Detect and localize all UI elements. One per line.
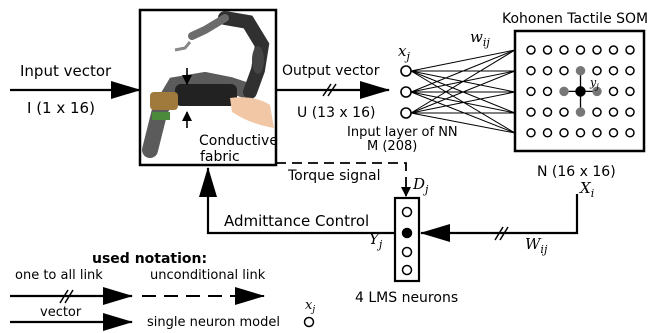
som-neighbor-neuron <box>575 65 586 76</box>
input-vector-dims: I (1 x 16) <box>27 99 95 117</box>
som-neuron <box>575 128 586 138</box>
som-neuron <box>559 65 569 76</box>
som-neuron <box>592 45 602 55</box>
lms-neuron <box>401 206 413 218</box>
som-neuron <box>559 107 569 117</box>
som-neuron-label: Xi <box>579 179 594 200</box>
input-node <box>400 107 412 119</box>
som-neuron <box>526 65 536 76</box>
som-neuron <box>625 107 635 117</box>
som-neuron <box>526 107 536 117</box>
input-layer-caption-1: Input layer of NN <box>347 125 458 140</box>
som-neuron <box>542 107 553 117</box>
notation-legend: used notation: one to all link unconditi… <box>10 251 315 331</box>
input-node <box>400 65 412 77</box>
admittance-control-label: Admittance Control <box>224 212 369 230</box>
legend-single-neuron-label: single neuron model <box>147 315 280 330</box>
som-neuron <box>592 107 602 117</box>
som-neuron <box>559 128 569 138</box>
som-neuron <box>592 65 602 76</box>
som-neuron <box>625 128 635 138</box>
output-vector-label: Output vector <box>282 63 380 79</box>
torque-signal-label: Torque signal <box>287 168 380 184</box>
lms-y-label: Yj <box>369 230 383 251</box>
conductive-fabric-label-1: Conductive <box>199 133 278 149</box>
lms-neuron-active <box>401 227 413 239</box>
lms-label: 4 LMS neurons <box>355 290 458 306</box>
som-neighbor-neuron <box>575 107 586 117</box>
torque-d-label: Dj <box>412 175 429 196</box>
one-to-all-connections <box>410 49 516 134</box>
legend-neuron-icon <box>303 316 315 328</box>
som-to-lms-arrow <box>420 194 579 242</box>
torque-signal-link <box>276 162 411 197</box>
robot-image-block <box>138 8 278 167</box>
som-neighbor-neuron <box>592 86 602 97</box>
input-layer-nodes <box>400 65 412 119</box>
som-neuron <box>575 45 586 55</box>
som-neuron <box>542 86 553 97</box>
som-neuron <box>625 65 635 76</box>
som-title: Kohonen Tactile SOM <box>502 11 648 27</box>
som-grid <box>513 29 646 153</box>
som-neuron <box>608 65 619 76</box>
som-winner-label: yj <box>589 76 599 91</box>
legend-vector-label: vector <box>40 305 82 320</box>
input-node-label: xj <box>398 42 410 63</box>
som-winner-neuron <box>575 86 586 97</box>
lms-neuron <box>401 246 413 258</box>
som-neuron <box>526 86 536 97</box>
som-neuron <box>608 128 619 138</box>
som-neuron <box>542 128 553 138</box>
legend-one-to-all-label: one to all link <box>15 268 103 283</box>
robot-arm-picture <box>142 11 274 158</box>
weight-label: wij <box>470 28 490 49</box>
weight-w-label: Wij <box>525 235 548 256</box>
som-neuron <box>542 65 553 76</box>
legend-title: used notation: <box>92 251 207 267</box>
som-neuron <box>625 86 635 97</box>
lms-neurons-box <box>393 196 421 283</box>
som-neuron <box>608 107 619 117</box>
input-layer-caption-2: M (208) <box>367 139 417 154</box>
legend-neuron-label: xj <box>305 298 315 315</box>
som-neuron <box>559 45 569 55</box>
input-vector-label: Input vector <box>20 62 112 80</box>
output-vector-dims: U (13 x 16) <box>297 105 375 121</box>
som-neuron <box>526 128 536 138</box>
lms-neuron <box>401 264 413 276</box>
output-vector-arrow <box>276 81 390 99</box>
som-neuron <box>542 45 553 55</box>
som-neuron <box>592 128 602 138</box>
legend-unconditional-label: unconditional link <box>150 268 266 283</box>
som-neuron <box>625 45 635 55</box>
som-dims: N (16 x 16) <box>537 164 616 180</box>
som-neuron <box>526 45 536 55</box>
admittance-feedback-arrow <box>199 167 395 235</box>
som-neighbor-neuron <box>559 86 569 97</box>
input-node <box>400 86 412 98</box>
conductive-fabric-label-2: fabric <box>200 149 240 165</box>
som-neuron <box>608 86 619 97</box>
som-neuron <box>608 45 619 55</box>
